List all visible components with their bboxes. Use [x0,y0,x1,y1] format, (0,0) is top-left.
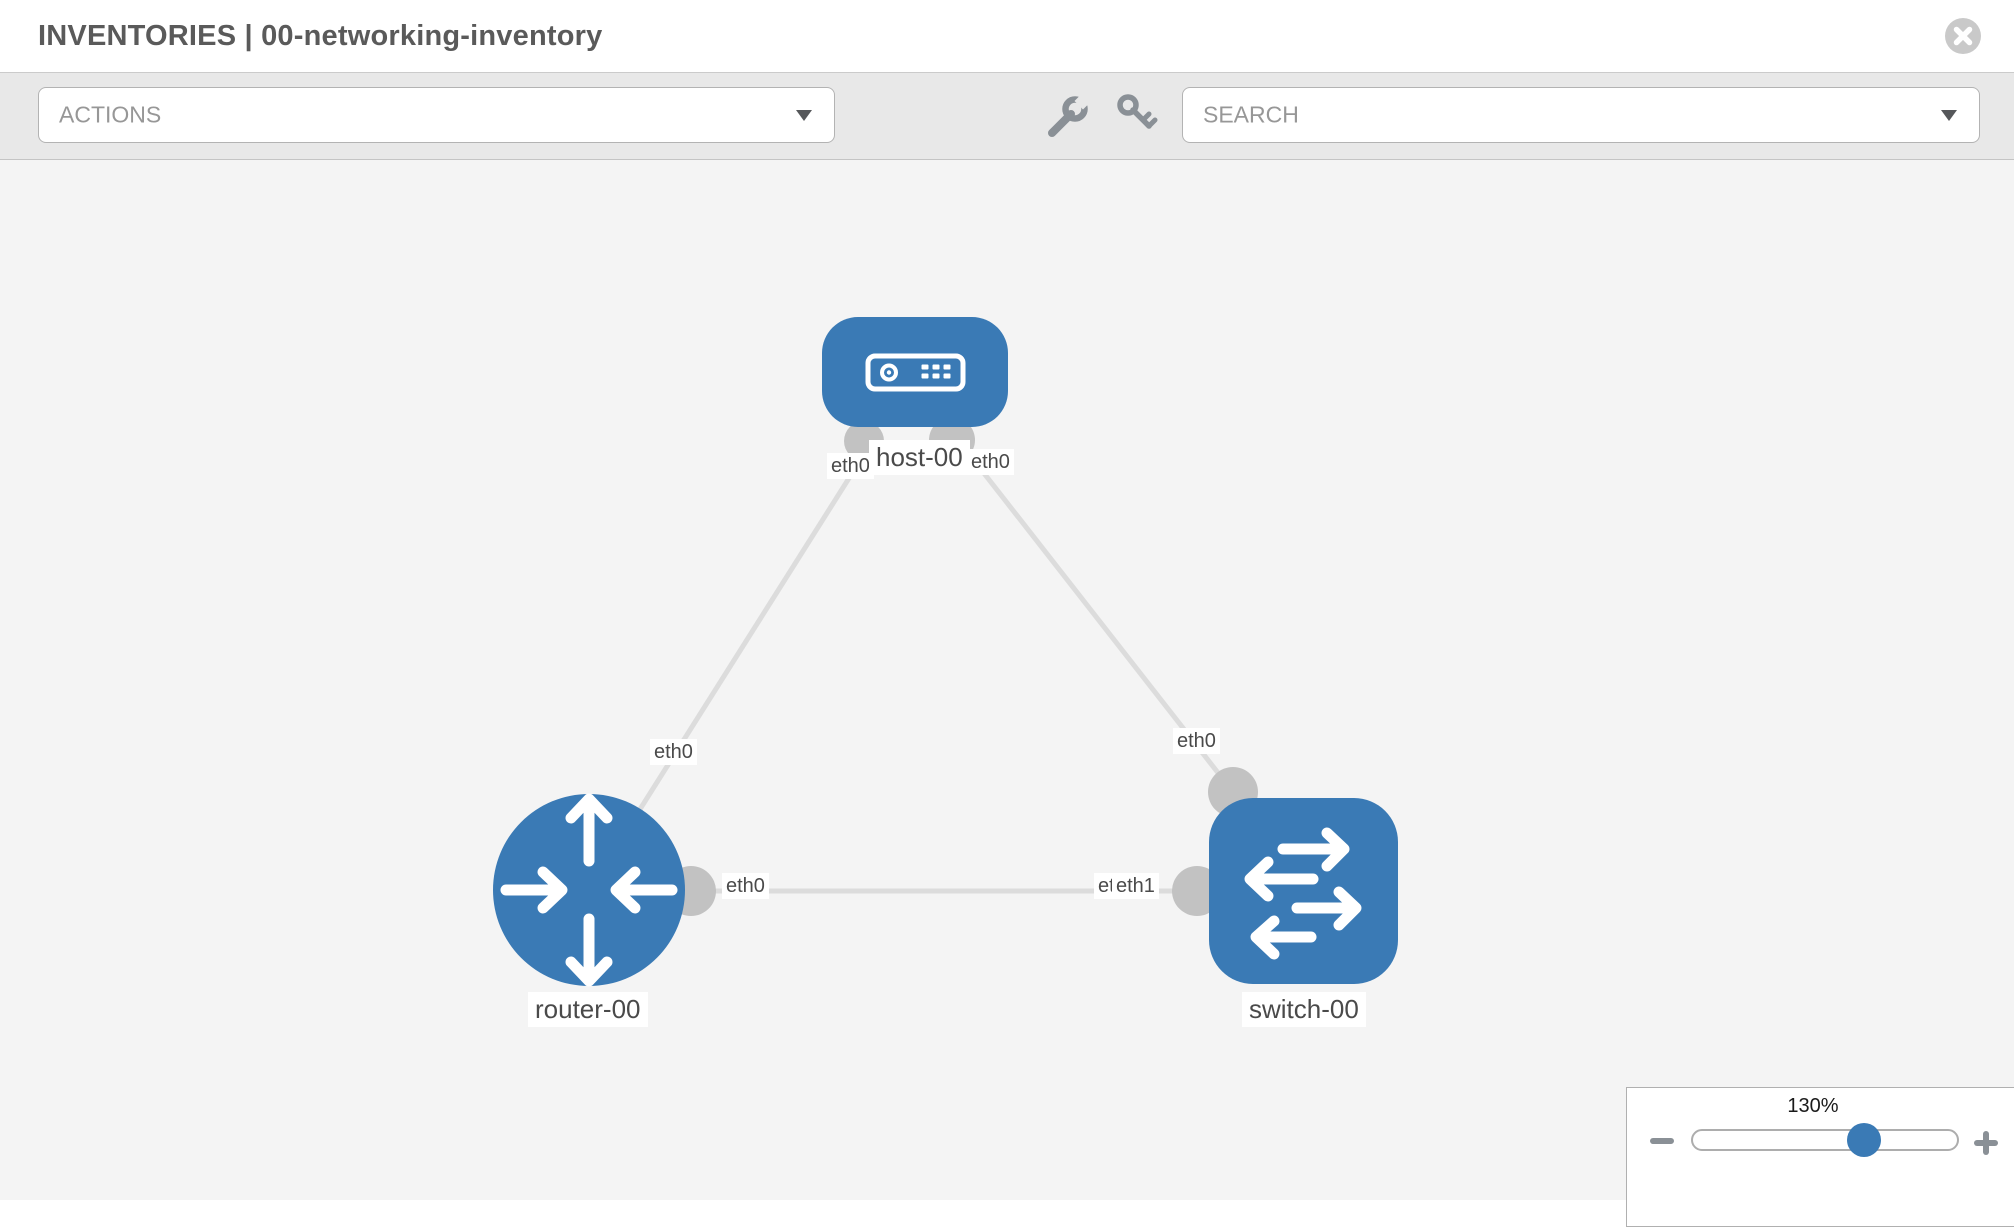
node-label-host: host-00 [869,440,970,476]
ports [666,417,1258,916]
plus-icon [1983,1131,1989,1155]
zoom-level-value: 130% [1787,1095,1839,1117]
page-title: INVENTORIES | 00-networking-inventory [38,20,603,52]
wrench-icon [1048,92,1092,137]
interface-label: eth0 [722,873,769,899]
links [586,435,1303,894]
search-dropdown-label: SEARCH [1203,101,1299,128]
zoom-out-button[interactable] [1647,1128,1677,1154]
actions-dropdown[interactable]: ACTIONS [38,87,835,143]
interface-label: eth0 [650,739,697,765]
node-label-switch: switch-00 [1242,992,1366,1028]
node-label-router: router-00 [528,992,648,1028]
interface-label: eth0 [827,453,874,479]
titlebar: INVENTORIES | 00-networking-inventory [0,0,2014,72]
node-switch[interactable] [1209,798,1398,984]
zoom-slider-handle[interactable] [1847,1123,1881,1157]
topology-canvas[interactable] [0,160,2014,1200]
tools-button[interactable] [1038,87,1094,143]
zoom-in-button[interactable] [1971,1128,2001,1158]
close-button[interactable] [1944,17,1982,55]
zoom-slider-track[interactable] [1691,1129,1959,1151]
chevron-down-icon [796,110,812,121]
interface-label: eth0 [1173,728,1220,754]
close-icon [1945,18,1981,54]
topology-graph: eth0 host-00 eth0 eth0 eth0 eth0 eth0 et… [493,317,1398,1028]
toolbar: ACTIONS SEARCH [0,72,2014,160]
zoom-panel: 130% [1626,1087,2014,1227]
host-icon [865,353,966,392]
interface-label: eth0 [967,449,1014,475]
switch-icon [1244,827,1362,960]
node-router[interactable] [493,793,685,987]
search-dropdown[interactable]: SEARCH [1182,87,1980,143]
interface-label: eth1 [1112,873,1159,899]
node-host[interactable] [822,317,1008,427]
router-icon [500,793,678,987]
chevron-down-icon [1941,110,1957,121]
key-icon [1117,94,1158,129]
actions-dropdown-label: ACTIONS [59,101,162,128]
credentials-button[interactable] [1106,87,1162,143]
minus-icon [1650,1138,1674,1144]
